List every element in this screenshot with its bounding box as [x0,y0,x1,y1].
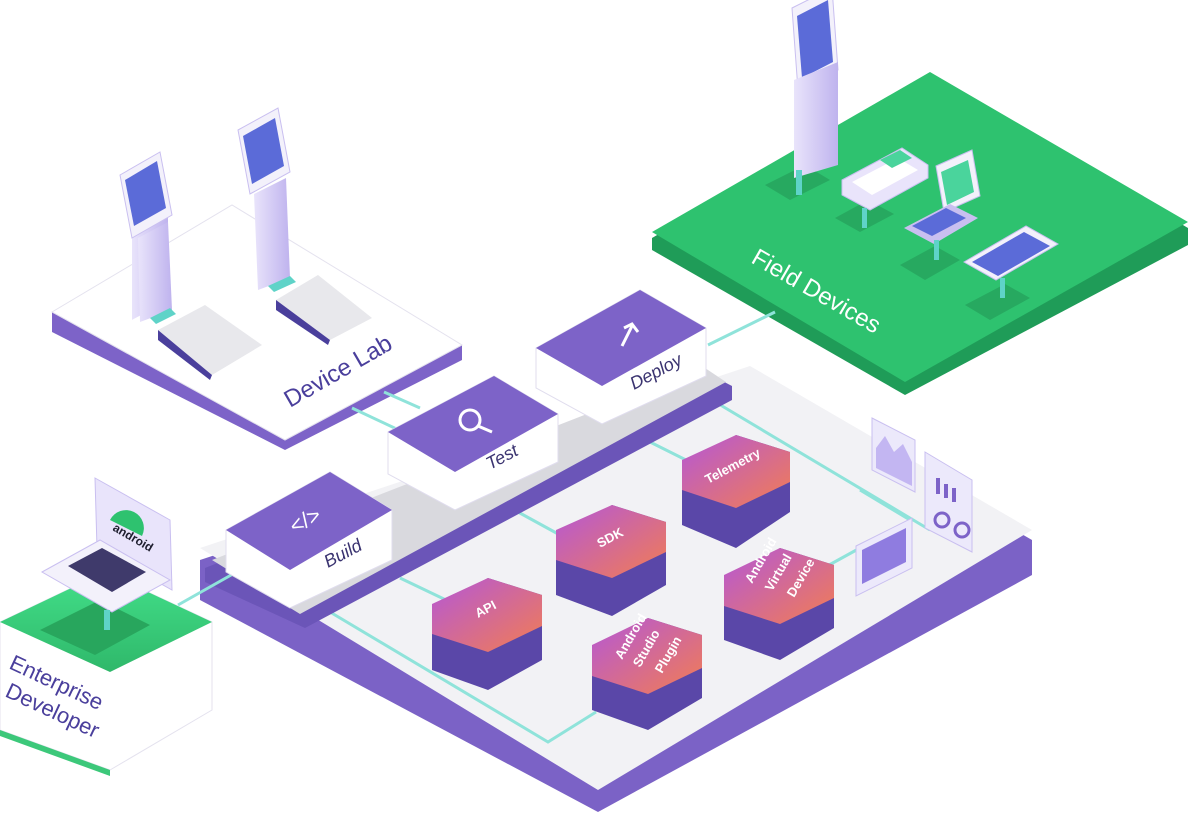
android-studio-plugin-module[interactable]: Android Studio Plugin [592,611,702,730]
telemetry-module[interactable]: Telemetry [682,435,790,548]
arrow-up-icon [620,322,640,347]
api-module[interactable]: API [432,578,542,690]
build-stage[interactable]: </> Build [225,471,393,609]
test-stage[interactable]: Test [387,375,559,511]
platform-connectors [329,398,931,744]
field-kiosk [791,0,839,195]
sdk-module[interactable]: SDK [556,505,666,616]
pos-terminal [841,147,929,228]
search-icon [458,408,493,434]
laptop: android [40,477,173,630]
analytics-panels [855,417,973,597]
deploy-stage[interactable]: Deploy [535,289,707,425]
kiosk-2 [237,107,296,292]
tablet-device [962,225,1060,298]
kiosk-1 [119,151,176,324]
payment-terminal [904,149,981,260]
